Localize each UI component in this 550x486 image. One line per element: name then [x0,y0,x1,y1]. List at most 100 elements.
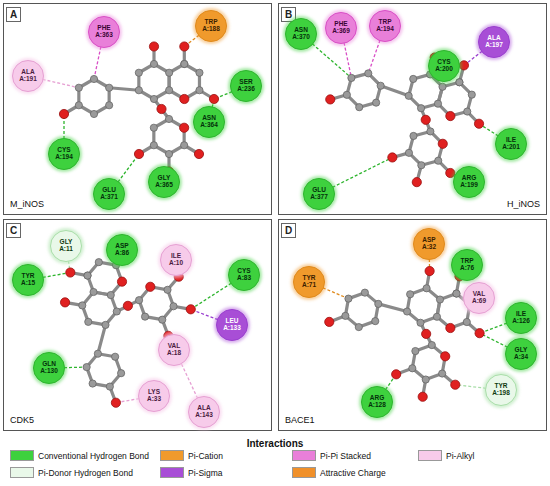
carbon-atom [428,341,435,348]
residue-label: ILE A:126 [510,311,533,325]
residue-label: ASN A:364 [198,115,221,129]
carbon-atom [159,316,166,323]
residue-circle: TRP A:76 [451,249,483,281]
legend-title-holder: Interactions [0,433,550,451]
label-holder: BACE1 [285,409,315,427]
residue-circle: ASP A:86 [106,234,138,266]
residue-circle: TYR A:15 [12,264,44,296]
carbon-atom [135,87,142,94]
carbon-atom [89,380,96,387]
receptor-label: CDK5 [10,415,34,425]
carbon-atom [435,157,442,164]
oxygen-atom [180,123,189,132]
residue-circle: VAL A:69 [463,282,495,314]
carbon-atom [196,69,203,76]
oxygen-atom [186,305,195,314]
legend-item: Pi-Alkyl [418,450,474,461]
legend-title: Interactions [247,438,304,449]
residue-label: TRP A:194 [374,19,397,33]
residue-label: ILE A:10 [165,253,188,267]
oxygen-atom [180,94,189,103]
carbon-atom [83,364,90,371]
panel-letter: A [6,7,21,22]
carbon-atom [150,60,157,67]
oxygen-atom [60,298,69,307]
legend-swatch [418,450,442,461]
residue-circle: ILE A:10 [160,244,192,276]
oxygen-atom [425,266,434,275]
carbon-atom [170,303,177,310]
carbon-atom [85,318,92,325]
carbon-atom [463,318,470,325]
oxygen-atom [180,42,189,51]
oxygen-atom [59,109,68,118]
carbon-atom [427,128,434,135]
oxygen-atom [438,139,447,148]
carbon-atom [90,110,97,117]
carbon-atom [377,82,384,89]
legend-label: Pi-Donor Hydrogen Bond [38,468,133,478]
residue-circle: ASP A:32 [413,228,445,260]
carbon-atom [75,102,82,109]
legend-label: Pi-Cation [188,451,223,461]
residue-circle: GLY A:11 [50,230,82,262]
residue-circle: ARG A:128 [361,386,393,418]
legend-item: Conventional Hydrogen Bond [10,450,149,461]
residue-label: ASP A:32 [418,237,441,251]
legend-label: Conventional Hydrogen Bond [38,451,149,461]
residue-label: VAL A:18 [163,343,186,357]
panel: CCDK5GLY A:11ASP A:86ILE A:10TYR A:15CYS… [3,219,272,431]
carbon-atom [434,100,441,107]
carbon-atom [181,60,188,67]
residue-circle: LYS A:33 [138,380,170,412]
carbon-atom [361,289,368,296]
residue-label: GLY A:365 [153,175,176,189]
residue-label: CYS A:194 [53,147,76,161]
oxygen-atom [474,119,483,128]
carbon-atom [373,99,380,106]
carbon-atom [107,291,114,298]
legend-swatch [292,467,316,478]
panel: DBACE1ASP A:32TRP A:76TYR A:71VAL A:69IL… [278,219,547,431]
legend-label: Attractive Charge [320,468,386,478]
carbon-atom [410,75,417,82]
oxygen-atom [325,317,334,326]
residue-circle: ARG A:199 [453,166,485,198]
residue-circle: GLU A:371 [93,178,125,210]
carbon-atom [118,370,125,377]
carbon-atom [95,259,102,266]
residue-circle: CYS A:200 [428,50,460,82]
residue-label: TYR A:198 [490,383,513,397]
carbon-atom [135,297,142,304]
legend-swatch [160,467,184,478]
residue-label: SER A:236 [235,79,258,93]
residue-circle: CYS A:194 [48,138,80,170]
carbon-atom [439,83,446,90]
ligand-structure [4,4,271,214]
residue-label: CYS A:83 [233,268,256,282]
carbon-atom [75,84,82,91]
residue-label: ARG A:199 [458,175,481,189]
residue-circle: PHE A:363 [88,16,120,48]
carbon-atom [150,95,157,102]
carbon-atom [135,69,142,76]
legend-swatch [10,450,34,461]
residue-circle: SER A:236 [230,70,262,102]
residue-label: GLY A:34 [510,347,533,361]
residue-label: ILE A:201 [500,137,523,151]
residue-label: GLU A:371 [98,187,121,201]
oxygen-atom [412,178,421,187]
panel: BH_iNOSASN A:370PHE A:369TRP A:194ALA A:… [278,3,547,215]
residue-label: TRP A:188 [200,19,223,33]
label-holder: M_iNOS [10,193,44,211]
carbon-atom [345,295,352,302]
oxygen-atom [451,380,460,389]
legend-label: Pi-Sigma [188,468,222,478]
carbon-atom [453,290,460,297]
residue-label: PHE A:363 [93,25,116,39]
carbon-atom [343,91,350,98]
carbon-atom [181,60,188,67]
residue-circle: ILE A:201 [495,128,527,160]
carbon-atom [410,132,417,139]
